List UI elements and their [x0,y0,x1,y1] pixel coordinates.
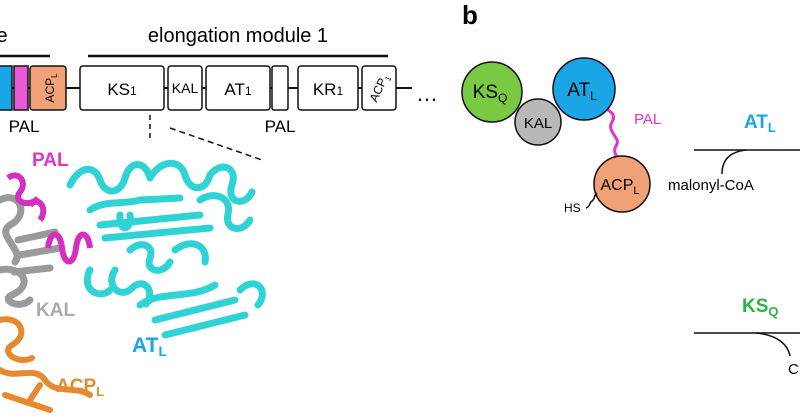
domain-linker [271,65,289,111]
substrate-label: malonyl-CoA [668,177,754,194]
at-domain-label: ATL [567,80,597,103]
pal-ribbon [6,172,93,265]
domain-kr1-label: KR1 [313,80,344,99]
domain-at1-label: AT1 [224,80,251,99]
domain-acp1 [361,65,397,111]
structure-label-kal: KAL [36,300,75,321]
domain-kal-label: KAL [172,80,199,96]
pal-linker-label: PAL [634,111,661,128]
domain-ks1 [79,65,165,111]
at-domain-circle [552,57,616,121]
acp-domain-label: ACPL [600,177,639,197]
module-title: elongation module 1 [148,25,328,47]
arrow2-enzyme-label: KSQ [742,296,779,319]
domain-kal [167,65,203,111]
kal-domain-circle [514,98,562,146]
ks-domain-label: KSQ [473,82,508,105]
pal-label-module: PAL [265,117,296,136]
structure-label-acp: ACPL [56,376,104,399]
at-ribbon [66,159,266,339]
kal-ribbon [0,194,64,308]
structure-label-pal: PAL [32,150,69,171]
substrate-entry-curve [721,149,747,175]
acp-domain-circle [593,155,651,213]
pal-label-loading: PAL [9,117,40,136]
protein-structure [0,159,266,413]
kal-domain-label: KAL [524,115,552,132]
domain-ks1-label: KS1 [107,80,137,99]
domain-at-loading [0,65,13,111]
structure-label-at: ATL [132,334,167,359]
pal-linker [591,102,622,163]
ks-domain-circle [461,61,523,123]
panel-letter-b: b [462,0,478,30]
domain-pal-loading [13,65,29,111]
cut-off-label: C [788,361,799,378]
continuation-ellipsis: … [416,81,438,106]
loading-module-title-fragment: le [0,25,8,47]
acp-ribbon [0,316,93,413]
domain-at1 [205,65,271,111]
domain-acp-loading [29,65,67,111]
phosphopantetheine-arm [585,192,598,209]
hs-label: HS [564,201,581,215]
zoom-line-right [169,127,263,161]
domain-kr1 [297,65,359,111]
arrow1-enzyme-label: ATL [744,112,776,135]
product-exit-curve [755,332,791,357]
domain-acp-loading-label: ACPL [43,73,59,103]
